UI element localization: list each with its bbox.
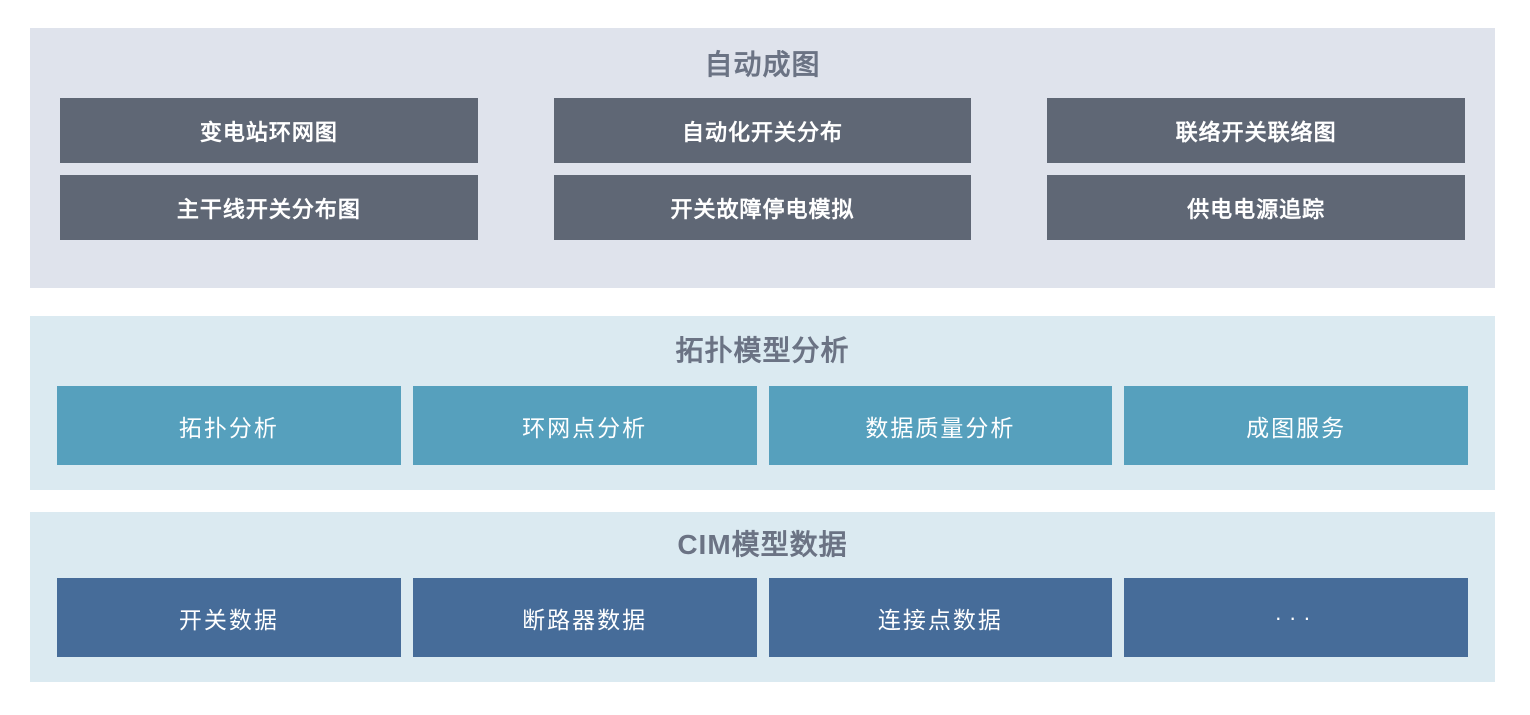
tile-ring-network-point-analysis[interactable]: 环网点分析 — [412, 386, 757, 465]
tile-data-quality-analysis[interactable]: 数据质量分析 — [768, 386, 1113, 465]
panel-cim-title: CIM模型数据 — [677, 529, 848, 560]
panel-auto-mapping-row-1: 变电站环网图 自动化开关分布 联络开关联络图 — [30, 98, 1495, 163]
panel-auto-mapping: 自动成图 变电站环网图 自动化开关分布 联络开关联络图 主干线开关分布图 开关故… — [30, 28, 1495, 288]
tile-mapping-service[interactable]: 成图服务 — [1124, 386, 1468, 465]
panel-auto-mapping-title: 自动成图 — [704, 49, 821, 80]
tile-automation-switch-distribution[interactable]: 自动化开关分布 — [553, 98, 972, 163]
panel-topology-row-1: 拓扑分析 环网点分析 数据质量分析 成图服务 — [30, 386, 1495, 465]
tile-more-data[interactable]: ··· — [1124, 578, 1468, 657]
panel-cim-row-1: 开关数据 断路器数据 连接点数据 ··· — [30, 578, 1495, 657]
panel-topology-title: 拓扑模型分析 — [675, 335, 850, 366]
tile-tie-switch-connection-diagram[interactable]: 联络开关联络图 — [1047, 98, 1466, 163]
tile-trunk-line-switch-distribution-diagram[interactable]: 主干线开关分布图 — [60, 175, 478, 240]
tile-power-supply-source-tracing[interactable]: 供电电源追踪 — [1047, 175, 1466, 240]
tile-switch-data[interactable]: 开关数据 — [57, 578, 401, 657]
tile-circuit-breaker-data[interactable]: 断路器数据 — [412, 578, 757, 657]
panel-topology-model-analysis: 拓扑模型分析 拓扑分析 环网点分析 数据质量分析 成图服务 — [30, 316, 1495, 490]
tile-topology-analysis[interactable]: 拓扑分析 — [57, 386, 401, 465]
panel-cim-model-data: CIM模型数据 开关数据 断路器数据 连接点数据 ··· — [30, 512, 1495, 682]
tile-substation-ring-network-diagram[interactable]: 变电站环网图 — [60, 98, 478, 163]
tile-switch-fault-outage-simulation[interactable]: 开关故障停电模拟 — [553, 175, 972, 240]
panel-auto-mapping-row-2: 主干线开关分布图 开关故障停电模拟 供电电源追踪 — [30, 175, 1495, 240]
tile-connectivity-node-data[interactable]: 连接点数据 — [768, 578, 1113, 657]
